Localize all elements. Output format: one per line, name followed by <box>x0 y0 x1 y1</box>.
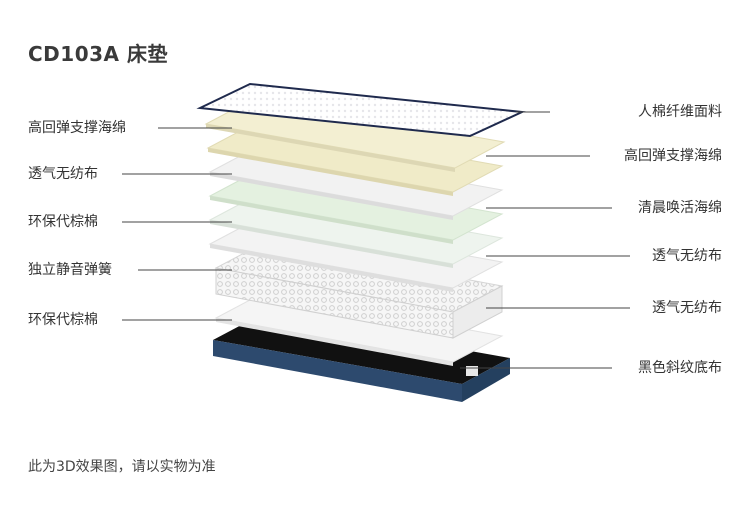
label-right-morning-foam: 清晨唤活海绵 <box>638 200 722 216</box>
label-left-eco-fiber-2: 环保代棕棉 <box>28 312 98 328</box>
label-right-high-resilience-foam: 高回弹支撑海绵 <box>624 148 722 164</box>
label-right-nonwoven-fabric: 透气无纺布 <box>652 248 722 264</box>
disclaimer-note: 此为3D效果图，请以实物为准 <box>28 459 216 475</box>
label-left-pocket-springs: 独立静音弹簧 <box>28 262 112 278</box>
label-right-nonwoven-fabric-2: 透气无纺布 <box>652 300 722 316</box>
label-tag <box>466 366 478 376</box>
page-title: CD103A 床垫 <box>28 42 168 66</box>
left-leader-lines <box>122 127 232 321</box>
label-right-base-fabric: 黑色斜纹底布 <box>638 360 722 376</box>
label-left-eco-fiber: 环保代棕棉 <box>28 214 98 230</box>
label-left-high-resilience-foam: 高回弹支撑海绵 <box>28 120 126 136</box>
fabric-layer-bottom <box>214 291 504 366</box>
right-leader-lines <box>460 111 630 369</box>
label-right-cover-fabric: 人棉纤维面料 <box>638 104 722 120</box>
label-left-nonwoven-fabric: 透气无纺布 <box>28 166 98 182</box>
